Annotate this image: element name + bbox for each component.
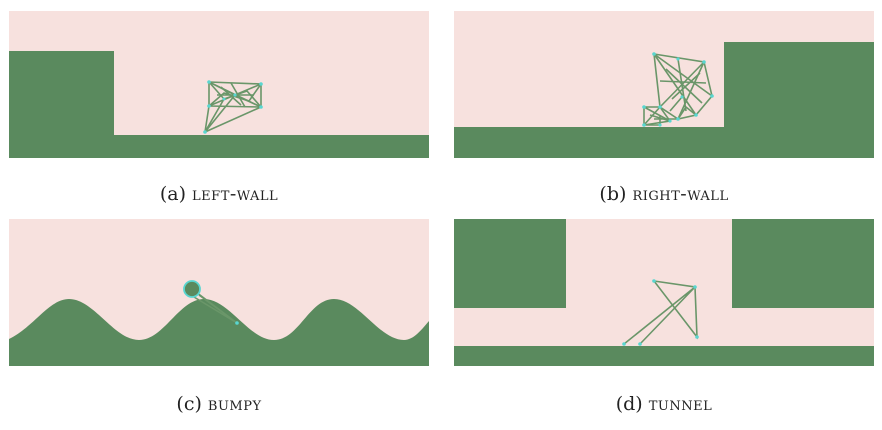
soft-robot-node <box>235 321 239 325</box>
caption-right-wall: (b) right-wall <box>454 183 874 205</box>
soft-robot-nodes <box>203 80 263 134</box>
soft-robot-nodes <box>622 279 699 346</box>
caption-label: (b) <box>599 183 627 205</box>
terrain-ceiling-right <box>732 219 874 308</box>
terrain-bumpy <box>9 299 429 366</box>
soft-robot-lattice <box>191 288 238 324</box>
caption-left-wall: (a) left-wall <box>9 183 429 205</box>
caption-tunnel: (d) tunnel <box>454 393 874 415</box>
caption-name: left-wall <box>192 183 279 205</box>
panel-right-wall <box>454 11 874 158</box>
terrain-right-wall <box>454 42 874 158</box>
soft-robot-nodes <box>642 52 714 127</box>
caption-name: bumpy <box>207 393 262 415</box>
panel-bumpy <box>9 219 429 366</box>
soft-robot-body <box>183 280 201 298</box>
terrain-left-wall <box>9 51 429 158</box>
caption-bumpy: (c) bumpy <box>9 393 429 415</box>
caption-label: (c) <box>176 393 202 415</box>
panel-tunnel <box>454 219 874 366</box>
panel-left-wall <box>9 11 429 158</box>
soft-robot-lattice <box>623 279 698 345</box>
caption-label: (d) <box>615 393 643 415</box>
caption-name: tunnel <box>648 393 713 415</box>
caption-label: (a) <box>159 183 186 205</box>
terrain-floor <box>454 346 874 366</box>
caption-name: right-wall <box>632 183 729 205</box>
terrain-ceiling-left <box>454 219 566 308</box>
